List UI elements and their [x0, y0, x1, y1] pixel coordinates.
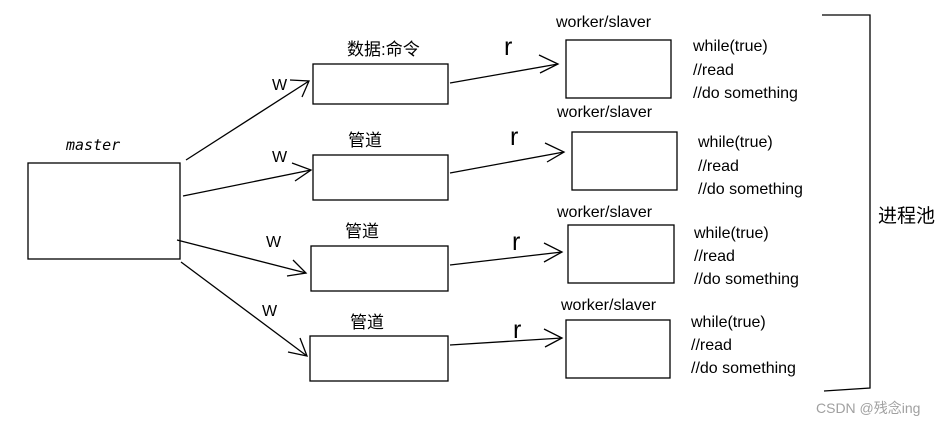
read-arrowhead-1 [538, 54, 560, 74]
write-label-2: W [272, 149, 288, 166]
read-arrowhead-3 [543, 242, 564, 263]
write-label-1: W [272, 77, 288, 94]
worker-label-1: worker/slaver [555, 14, 652, 31]
pool-label: 进程池 [878, 205, 935, 227]
write-arrowhead-2 [291, 162, 313, 182]
write-arrowhead-4 [287, 337, 309, 357]
pipe-label-1: 数据:命令 [347, 40, 420, 59]
read-arrow-2 [449, 151, 565, 174]
code-line: while(true) [692, 38, 768, 55]
worker-box-3 [567, 224, 675, 284]
code-line: //read [691, 337, 732, 354]
worker-code-2: while(true) //read //do something [697, 134, 803, 198]
pipe-box-4 [309, 335, 449, 382]
write-arrowhead-3 [286, 259, 308, 277]
pipe-box-1 [312, 63, 449, 105]
worker-code-4: while(true) //read //do something [690, 314, 796, 377]
write-label-4: W [262, 303, 278, 320]
code-line: //do something [691, 360, 796, 377]
read-label-1: r [504, 33, 512, 61]
code-line: while(true) [697, 134, 773, 151]
code-line: while(true) [693, 225, 769, 242]
worker-box-2 [571, 131, 678, 191]
read-arrowhead-2 [544, 142, 566, 163]
write-label-3: W [266, 234, 282, 251]
code-line: //do something [694, 271, 799, 288]
write-arrow-1 [185, 80, 310, 161]
read-label-4: r [513, 316, 521, 344]
write-arrow-2 [182, 169, 312, 197]
write-arrow-4 [180, 261, 308, 357]
code-line: //do something [698, 181, 803, 198]
read-arrow-1 [449, 63, 559, 84]
pipe-label-3: 管道 [345, 222, 379, 241]
code-line: //read [694, 248, 735, 265]
worker-label-4: worker/slaver [560, 297, 657, 314]
master-label: master [65, 136, 120, 154]
write-arrowhead-1 [289, 79, 310, 98]
worker-box-1 [565, 39, 672, 99]
master-box [27, 162, 181, 260]
write-arrow-3 [176, 239, 307, 274]
pool-bracket [822, 14, 871, 392]
code-line: while(true) [690, 314, 766, 331]
worker-code-1: while(true) //read //do something [692, 38, 798, 102]
worker-label-2: worker/slaver [556, 104, 653, 121]
pipe-label-2: 管道 [348, 131, 382, 150]
pipe-box-3 [310, 245, 449, 292]
pipe-label-4: 管道 [350, 313, 384, 332]
read-arrow-4 [449, 337, 563, 346]
read-arrowhead-4 [543, 328, 564, 348]
worker-box-4 [565, 319, 671, 379]
read-label-3: r [512, 228, 520, 256]
worker-code-3: while(true) //read //do something [693, 225, 799, 288]
pipe-box-2 [312, 154, 449, 201]
code-line: //read [698, 158, 739, 175]
worker-label-3: worker/slaver [556, 204, 653, 221]
code-line: //do something [693, 85, 798, 102]
read-label-2: r [510, 123, 518, 151]
code-line: //read [693, 62, 734, 79]
read-arrow-3 [449, 251, 563, 266]
watermark: CSDN @残念ing [816, 400, 920, 416]
